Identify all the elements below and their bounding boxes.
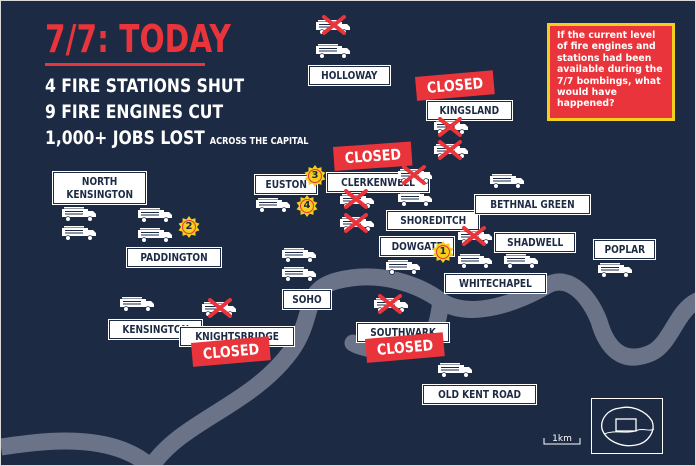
incident-badge-4: 4 bbox=[296, 195, 318, 217]
fire-engine-icon bbox=[489, 173, 525, 189]
cut-cross-icon bbox=[343, 213, 369, 233]
station-soho: SOHO bbox=[282, 289, 332, 310]
cut-cross-icon bbox=[377, 294, 403, 314]
stat-jobs-main: 1,000+ JOBS LOST bbox=[45, 127, 205, 149]
fire-engine-icon bbox=[457, 253, 493, 269]
station-bethnal-green: BETHNAL GREEN bbox=[474, 194, 591, 215]
cut-cross-icon bbox=[321, 15, 347, 35]
cut-cross-icon bbox=[437, 140, 463, 160]
fire-engine-icon bbox=[503, 253, 539, 269]
stat-stations: 4 FIRE STATIONS SHUT bbox=[45, 75, 245, 97]
scale-bar: 1km bbox=[542, 434, 582, 446]
station-shadwell: SHADWELL bbox=[493, 232, 577, 253]
fire-engine-icon bbox=[281, 266, 317, 282]
cut-cross-icon bbox=[461, 226, 487, 246]
fire-engine-icon bbox=[137, 207, 173, 223]
station-kingsland: KINGSLAND bbox=[426, 100, 513, 121]
station-kensington: KENSINGTON bbox=[107, 319, 204, 340]
fire-engine-icon bbox=[137, 227, 173, 243]
cut-cross-icon bbox=[343, 189, 369, 209]
fire-engine-icon bbox=[437, 362, 473, 378]
fire-engine-icon bbox=[385, 259, 421, 275]
incident-badge-3: 3 bbox=[304, 165, 326, 187]
page-title: 7/7: TODAY bbox=[45, 17, 231, 61]
cut-cross-icon bbox=[401, 165, 427, 185]
station-whitechapel: WHITECHAPEL bbox=[444, 273, 547, 294]
station-poplar: POPLAR bbox=[592, 239, 657, 260]
fire-engine-icon bbox=[119, 296, 155, 312]
title-underline bbox=[45, 63, 205, 66]
stat-jobs-suffix: ACROSS THE CAPITAL bbox=[209, 136, 309, 147]
station-paddington: PADDINGTON bbox=[125, 247, 223, 268]
fire-engine-icon bbox=[397, 191, 433, 207]
cut-cross-icon bbox=[437, 117, 463, 137]
fire-engine-icon bbox=[61, 206, 97, 222]
stat-jobs: 1,000+ JOBS LOST ACROSS THE CAPITAL bbox=[45, 128, 309, 152]
station-old-kent-road: OLD KENT ROAD bbox=[421, 384, 538, 405]
question-box: If the current level of fire engines and… bbox=[547, 23, 675, 121]
fire-engine-icon bbox=[255, 197, 291, 213]
station-euston: EUSTON bbox=[253, 174, 319, 195]
locator-map bbox=[591, 398, 663, 454]
scale-label: 1km bbox=[552, 434, 572, 444]
station-shoreditch: SHOREDITCH bbox=[385, 210, 481, 231]
cut-cross-icon bbox=[207, 298, 233, 318]
station-holloway: HOLLOWAY bbox=[308, 65, 391, 86]
incident-badge-1: 1 bbox=[432, 241, 454, 263]
stat-engines: 9 FIRE ENGINES CUT bbox=[45, 101, 224, 123]
fire-engine-icon bbox=[597, 262, 633, 278]
incident-badge-2: 2 bbox=[178, 216, 200, 238]
fire-engine-icon bbox=[281, 247, 317, 263]
fire-engine-icon bbox=[61, 225, 97, 241]
fire-engine-icon bbox=[315, 43, 351, 59]
